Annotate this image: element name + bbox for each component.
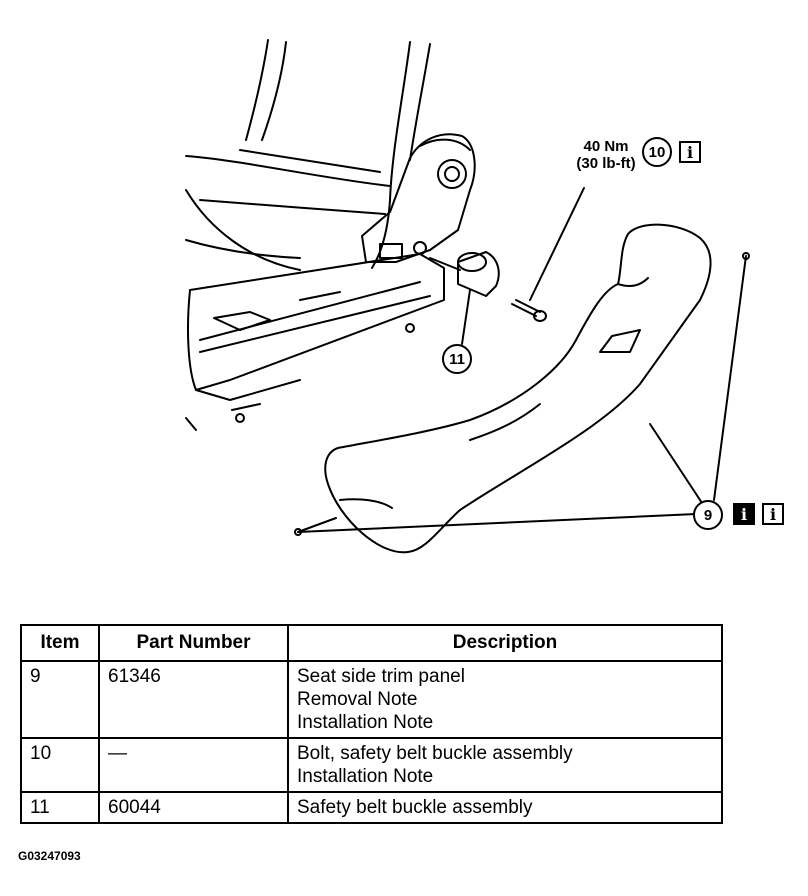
description-line: Seat side trim panel <box>297 666 465 687</box>
item-cell: 10 <box>20 737 100 793</box>
info-icon: i <box>762 503 784 525</box>
column-header-description: Description <box>287 624 723 662</box>
seat-back-outline <box>185 39 431 271</box>
part-number-cell: 60044 <box>98 791 289 824</box>
bolt <box>511 299 547 322</box>
column-header-part-number: Part Number <box>98 624 289 662</box>
trim-panel-fasteners <box>294 252 750 536</box>
part-number-cell: 61346 <box>98 660 289 739</box>
torque-value-lbft: (30 lb-ft) <box>576 155 636 172</box>
part-number-cell: — <box>98 737 289 793</box>
item-cell: 9 <box>20 660 100 739</box>
seat-track-frame <box>185 253 445 431</box>
callout-11: 11 <box>442 344 472 374</box>
torque-value-nm: 40 Nm <box>583 138 629 155</box>
info-icon: i <box>733 503 755 525</box>
belt-buckle-assembly <box>429 251 500 297</box>
description-line: Installation Note <box>297 712 434 733</box>
seat-side-trim-panel <box>324 223 712 554</box>
recliner-bracket <box>361 133 476 263</box>
table-row: 10 — Bolt, safety belt buckle assembly I… <box>20 737 723 793</box>
description-cell: Bolt, safety belt buckle assembly Instal… <box>287 737 723 793</box>
figure-code: G03247093 <box>18 849 81 863</box>
description-line: Safety belt buckle assembly <box>297 797 533 818</box>
parts-table: Item Part Number Description 9 61346 Sea… <box>20 624 723 824</box>
description-cell: Safety belt buckle assembly <box>287 791 723 824</box>
table-row: 11 60044 Safety belt buckle assembly <box>20 791 723 824</box>
description-line: Installation Note <box>297 766 434 787</box>
info-icon: i <box>679 141 701 163</box>
callout-leader-lines <box>461 187 585 345</box>
description-line: Removal Note <box>297 689 418 710</box>
table-header-row: Item Part Number Description <box>20 624 723 662</box>
description-line: Bolt, safety belt buckle assembly <box>297 743 573 764</box>
callout-9: 9 <box>693 500 723 530</box>
callout-10: 10 <box>642 137 672 167</box>
column-header-item: Item <box>20 624 100 662</box>
description-cell: Seat side trim panel Removal Note Instal… <box>287 660 723 739</box>
table-row: 9 61346 Seat side trim panel Removal Not… <box>20 660 723 739</box>
seat-assembly-diagram <box>185 39 750 554</box>
item-cell: 11 <box>20 791 100 824</box>
